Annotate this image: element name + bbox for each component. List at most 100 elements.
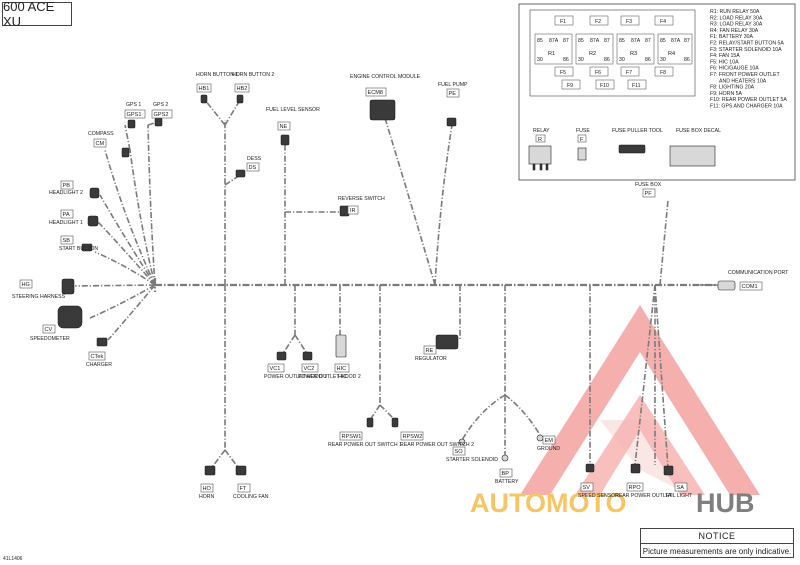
diagram-title: 600 ACE XU: [2, 0, 72, 29]
pin-85-r4: 85: [660, 38, 666, 44]
label-cooling-fan: COOLING FAN: [233, 494, 269, 500]
code-box-ir: [347, 205, 359, 215]
code-gps2: GPS2: [154, 112, 169, 118]
relay-label-r4: R4: [668, 51, 675, 57]
code-ho: HO: [203, 486, 212, 492]
connector-glyphs: [57, 94, 736, 476]
fuse-box-panel: R1 R2 R3 R4 85 87A 87 30 86 85 87A 87 30…: [518, 3, 796, 181]
code-box-hb2: [234, 83, 250, 93]
reverse-switch-connector: [339, 205, 350, 217]
fuse-label-f2: F2: [595, 19, 601, 25]
headlight2-connector: [89, 187, 100, 199]
fuse-legend-line-6: F2: RELAY/START BUTTON 5A: [710, 41, 784, 47]
code-box-vc1: [267, 363, 285, 373]
code-box-rpsw2: [400, 431, 424, 441]
code-hb2: HB2: [237, 86, 248, 92]
code-pb: PB: [63, 183, 71, 189]
rpsw2-connector: [391, 417, 399, 428]
dess-connector: [235, 169, 246, 178]
label-tail-light: TAIL LIGHT: [665, 493, 693, 499]
label-battery: BATTERY: [495, 479, 519, 485]
speed-sensor-connector: [585, 463, 595, 473]
headlight1-connector: [87, 215, 99, 227]
label-horn-button-1: HORN BUTTON 1: [196, 72, 238, 78]
code-vc1: VC1: [270, 366, 281, 372]
fuse-legend-line-3: R3: LOAD RELAY 30A: [710, 22, 763, 28]
label-starter-solenoid: STARTER SOLENOID: [446, 457, 498, 463]
code-box-cm: [93, 138, 107, 148]
battery-terminal: [501, 454, 509, 462]
fuse-icon: [577, 147, 587, 161]
code-hg: HG: [22, 282, 30, 288]
relay-pin-icon: [532, 163, 536, 171]
fuse-legend-line-15: F10: REAR POWER OUTLET 5A: [710, 97, 787, 103]
legend-fuse-code-box: [577, 134, 587, 143]
code-box-hg: [19, 279, 33, 289]
label-rear-power-outlet: REAR POWER OUTLET: [615, 493, 673, 499]
diagram-title-text: 600 ACE XU: [3, 0, 55, 29]
code-box-vc2: [301, 363, 319, 373]
code-cv: CV: [45, 327, 53, 333]
code-bp: BP: [502, 471, 510, 477]
pin-87a-r2: 87A: [590, 38, 600, 44]
comm-port-connector: [717, 280, 736, 291]
code-rpo: RPO: [629, 485, 642, 491]
relay-pin-icon-3: [545, 163, 549, 171]
code-pf: PF: [645, 191, 653, 197]
fuse-legend-line-9: F5: HIC 10A: [710, 59, 739, 65]
code-ne: NE: [280, 124, 288, 130]
pin-87-r3: 87: [645, 38, 651, 44]
code-sb: SB: [63, 238, 71, 244]
code-box-com1: [739, 281, 763, 291]
fuse-legend-line-5: F1: BATTERY 30A: [710, 34, 753, 40]
compass-connector: [121, 147, 130, 158]
fuse-slots: F1 F2 F3 F4 F5 F6 F7 F8 F9 F10 F11: [554, 15, 674, 90]
speedometer-connector: [57, 305, 83, 329]
code-box-cv: [42, 324, 56, 334]
vc1-connector: [276, 351, 287, 361]
fuse-label-f1: F1: [560, 19, 566, 25]
label-speedometer: SPEEDOMETER: [30, 336, 70, 342]
fuse-legend-line-8: F4: FAN 15A: [710, 53, 740, 59]
label-charger: CHARGER: [86, 362, 112, 368]
code-box-re: [423, 345, 437, 355]
relay-label-r3: R3: [630, 51, 637, 57]
code-box-pe: [446, 88, 460, 98]
label-gps-1: GPS 1: [126, 102, 141, 108]
label-rear-power-out-switch-1: REAR POWER OUT SWITCH 1: [328, 442, 402, 448]
pin-87-r1: 87: [563, 38, 569, 44]
label-speed-sensor: SPEED SENSOR: [578, 493, 619, 499]
code-hic: HIC: [337, 366, 347, 372]
code-box-gps2: [151, 109, 173, 119]
horn-button1-connector: [200, 94, 208, 104]
pin-86-r1: 86: [563, 57, 569, 63]
label-gps-2: GPS 2: [153, 102, 168, 108]
code-box-pf: [642, 188, 656, 198]
code-cm: CM: [96, 141, 105, 147]
fuse-legend: R1: RUN RELAY 50A R2: LOAD RELAY 30A R3:…: [710, 9, 787, 110]
label-horn-button-2: HORN BUTTON 2: [232, 72, 274, 78]
notice-text: Picture measurements are only indicative…: [642, 547, 792, 556]
relay-grid: R1 R2 R3 R4 85 87A 87 30 86 85 87A 87 30…: [534, 33, 693, 65]
code-box-pb: [60, 180, 74, 190]
label-start-button: START BUTTON: [59, 246, 98, 252]
code-gps1: GPS1: [127, 112, 142, 118]
pin-87a-r4: 87A: [671, 38, 681, 44]
fuse-legend-line-12: AND HEATERS 10A: [719, 78, 767, 84]
code-box-ne: [277, 121, 291, 131]
fuse-label-f4: F4: [660, 19, 666, 25]
fuse-label-f7: F7: [626, 70, 632, 76]
fuse-label-f9: F9: [567, 83, 573, 89]
code-box-hb1: [196, 83, 212, 93]
code-box-hic: [334, 363, 350, 373]
code-ctek: CTek: [91, 354, 104, 360]
fuse-label-f10: F10: [600, 83, 609, 89]
fuse-legend-line-4: R4: FAN RELAY 30A: [710, 28, 759, 34]
pin-87a-r1: 87A: [549, 38, 559, 44]
tail-light-connector: [663, 465, 674, 476]
fuse-label-f5: F5: [560, 70, 566, 76]
rpsw1-connector: [366, 417, 374, 428]
pin-87-r4: 87: [684, 38, 690, 44]
code-sa: SA: [677, 485, 685, 491]
